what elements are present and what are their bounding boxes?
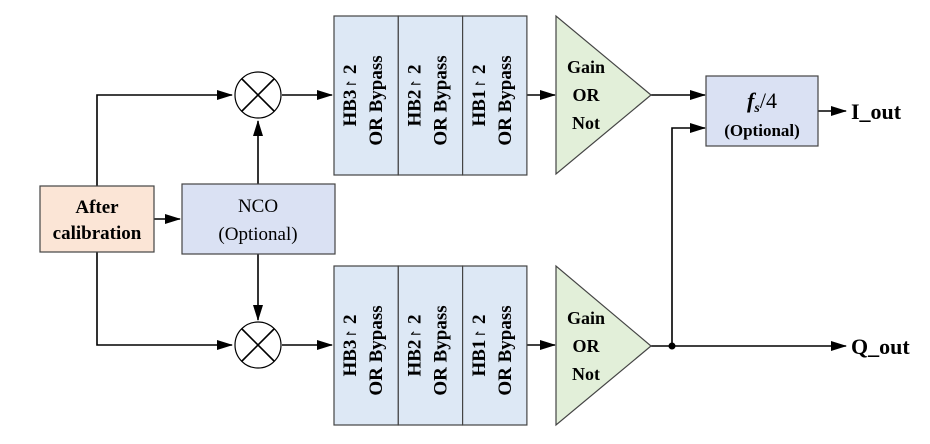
halfband-filter-name: HB2↾ 2	[404, 64, 425, 126]
gain-not-label: Not	[572, 364, 600, 384]
halfband-filter-name: HB1↾ 2	[469, 314, 490, 376]
q-out-label: Q_out	[851, 334, 910, 359]
halfband-filter-bypass: OR Bypass	[495, 55, 516, 145]
wire-input-to-lower-mixer	[96, 252, 233, 350]
nco-label: NCO	[238, 196, 278, 217]
gain-not-label: Not	[572, 113, 600, 133]
junction-dot	[668, 342, 676, 350]
upsample-arrow-icon: ↾	[473, 329, 488, 340]
nco-block: NCO (Optional)	[181, 183, 336, 255]
fs4-optional-label: (Optional)	[724, 121, 800, 140]
after-calibration-line1: After	[75, 197, 119, 218]
halfband-filter-name: HB2↾ 2	[404, 314, 425, 376]
wires	[96, 90, 847, 351]
wire-input-to-upper-mixer	[96, 90, 233, 186]
halfband-filter-bypass: OR Bypass	[495, 305, 516, 395]
upper-mixer	[234, 71, 282, 119]
halfband-filter-bypass: OR Bypass	[366, 55, 387, 145]
halfband-filter-name: HB3↾ 2	[340, 314, 361, 376]
wire-q-to-fs4	[671, 123, 706, 346]
gain-label: Gain	[567, 57, 605, 77]
halfband-filter-bypass: OR Bypass	[430, 55, 451, 145]
lower-mixer	[234, 321, 282, 369]
halfband-filter-name: HB1↾ 2	[469, 64, 490, 126]
upsample-arrow-icon: ↾	[344, 79, 359, 90]
halfband-filter-name: HB3↾ 2	[340, 64, 361, 126]
gain-or-label: OR	[573, 336, 601, 356]
upsample-arrow-icon: ↾	[408, 329, 423, 340]
gain-or-label: OR	[573, 85, 601, 105]
halfband-filter-bypass: OR Bypass	[430, 305, 451, 395]
fs4-label: fs/4	[747, 88, 777, 116]
gain-label: Gain	[567, 308, 605, 328]
i-out-label: I_out	[851, 99, 902, 124]
upsample-arrow-icon: ↾	[408, 79, 423, 90]
upper-gain-block: Gain OR Not	[555, 14, 652, 176]
after-calibration-block: After calibration	[39, 185, 155, 253]
lower-gain-block: Gain OR Not	[555, 264, 652, 427]
nco-optional-label: (Optional)	[218, 224, 297, 245]
upsample-arrow-icon: ↾	[344, 329, 359, 340]
halfband-filter-bypass: OR Bypass	[366, 305, 387, 395]
upsample-arrow-icon: ↾	[473, 79, 488, 90]
fs4-block: fs/4 (Optional)	[705, 75, 819, 147]
after-calibration-line2: calibration	[53, 223, 142, 244]
